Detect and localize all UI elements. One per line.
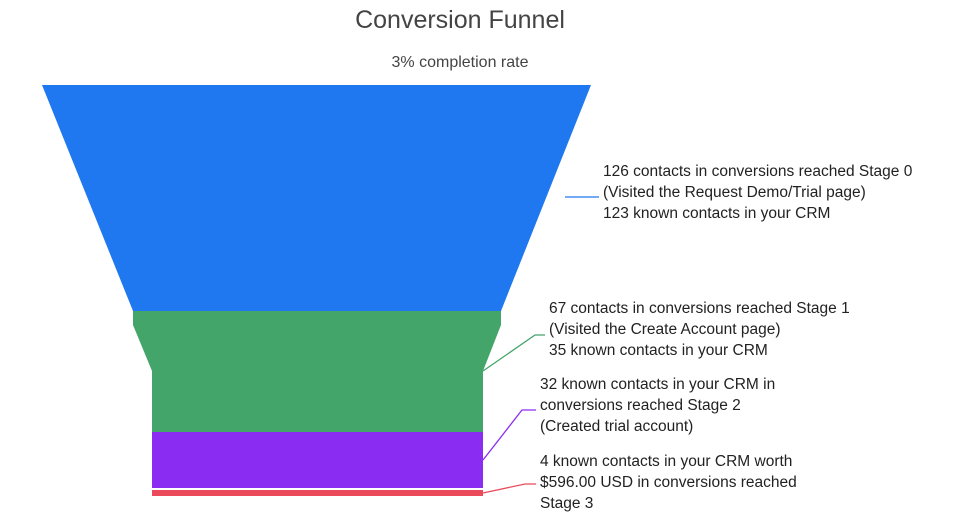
stage-2-label-line-0: 32 known contacts in your CRM in: [540, 376, 775, 393]
chart-subtitle: 3% completion rate: [391, 54, 529, 71]
stage-3-label-line-0: 4 known contacts in your CRM worth: [540, 453, 792, 470]
chart-title: Conversion Funnel: [355, 6, 565, 34]
stage-2-label-line-1: conversions reached Stage 2: [540, 397, 741, 414]
stage-0-label-line-2: 123 known contacts in your CRM: [603, 205, 830, 222]
funnel-stage-0: [42, 85, 591, 311]
stage-1-label-line-2: 35 known contacts in your CRM: [549, 342, 768, 359]
stage-0-label-line-0: 126 contacts in conversions reached Stag…: [603, 163, 913, 180]
stage-3-label-line-2: Stage 3: [540, 495, 593, 512]
leader-line-3: [482, 483, 536, 494]
leader-line-2: [482, 409, 536, 461]
stage-0-label-line-1: (Visited the Request Demo/Trial page): [603, 184, 866, 201]
stage-1-label-line-0: 67 contacts in conversions reached Stage…: [549, 300, 850, 317]
stage-2-label-line-2: (Created trial account): [540, 418, 693, 435]
funnel-stage-2: [152, 432, 483, 488]
stage-3-label-line-1: $596.00 USD in conversions reached: [540, 474, 797, 491]
stage-1-label-line-1: (Visited the Create Account page): [549, 321, 781, 338]
leader-line-1: [482, 334, 545, 372]
funnel-stage-3: [152, 490, 483, 496]
funnel-stage-1: [133, 311, 501, 432]
